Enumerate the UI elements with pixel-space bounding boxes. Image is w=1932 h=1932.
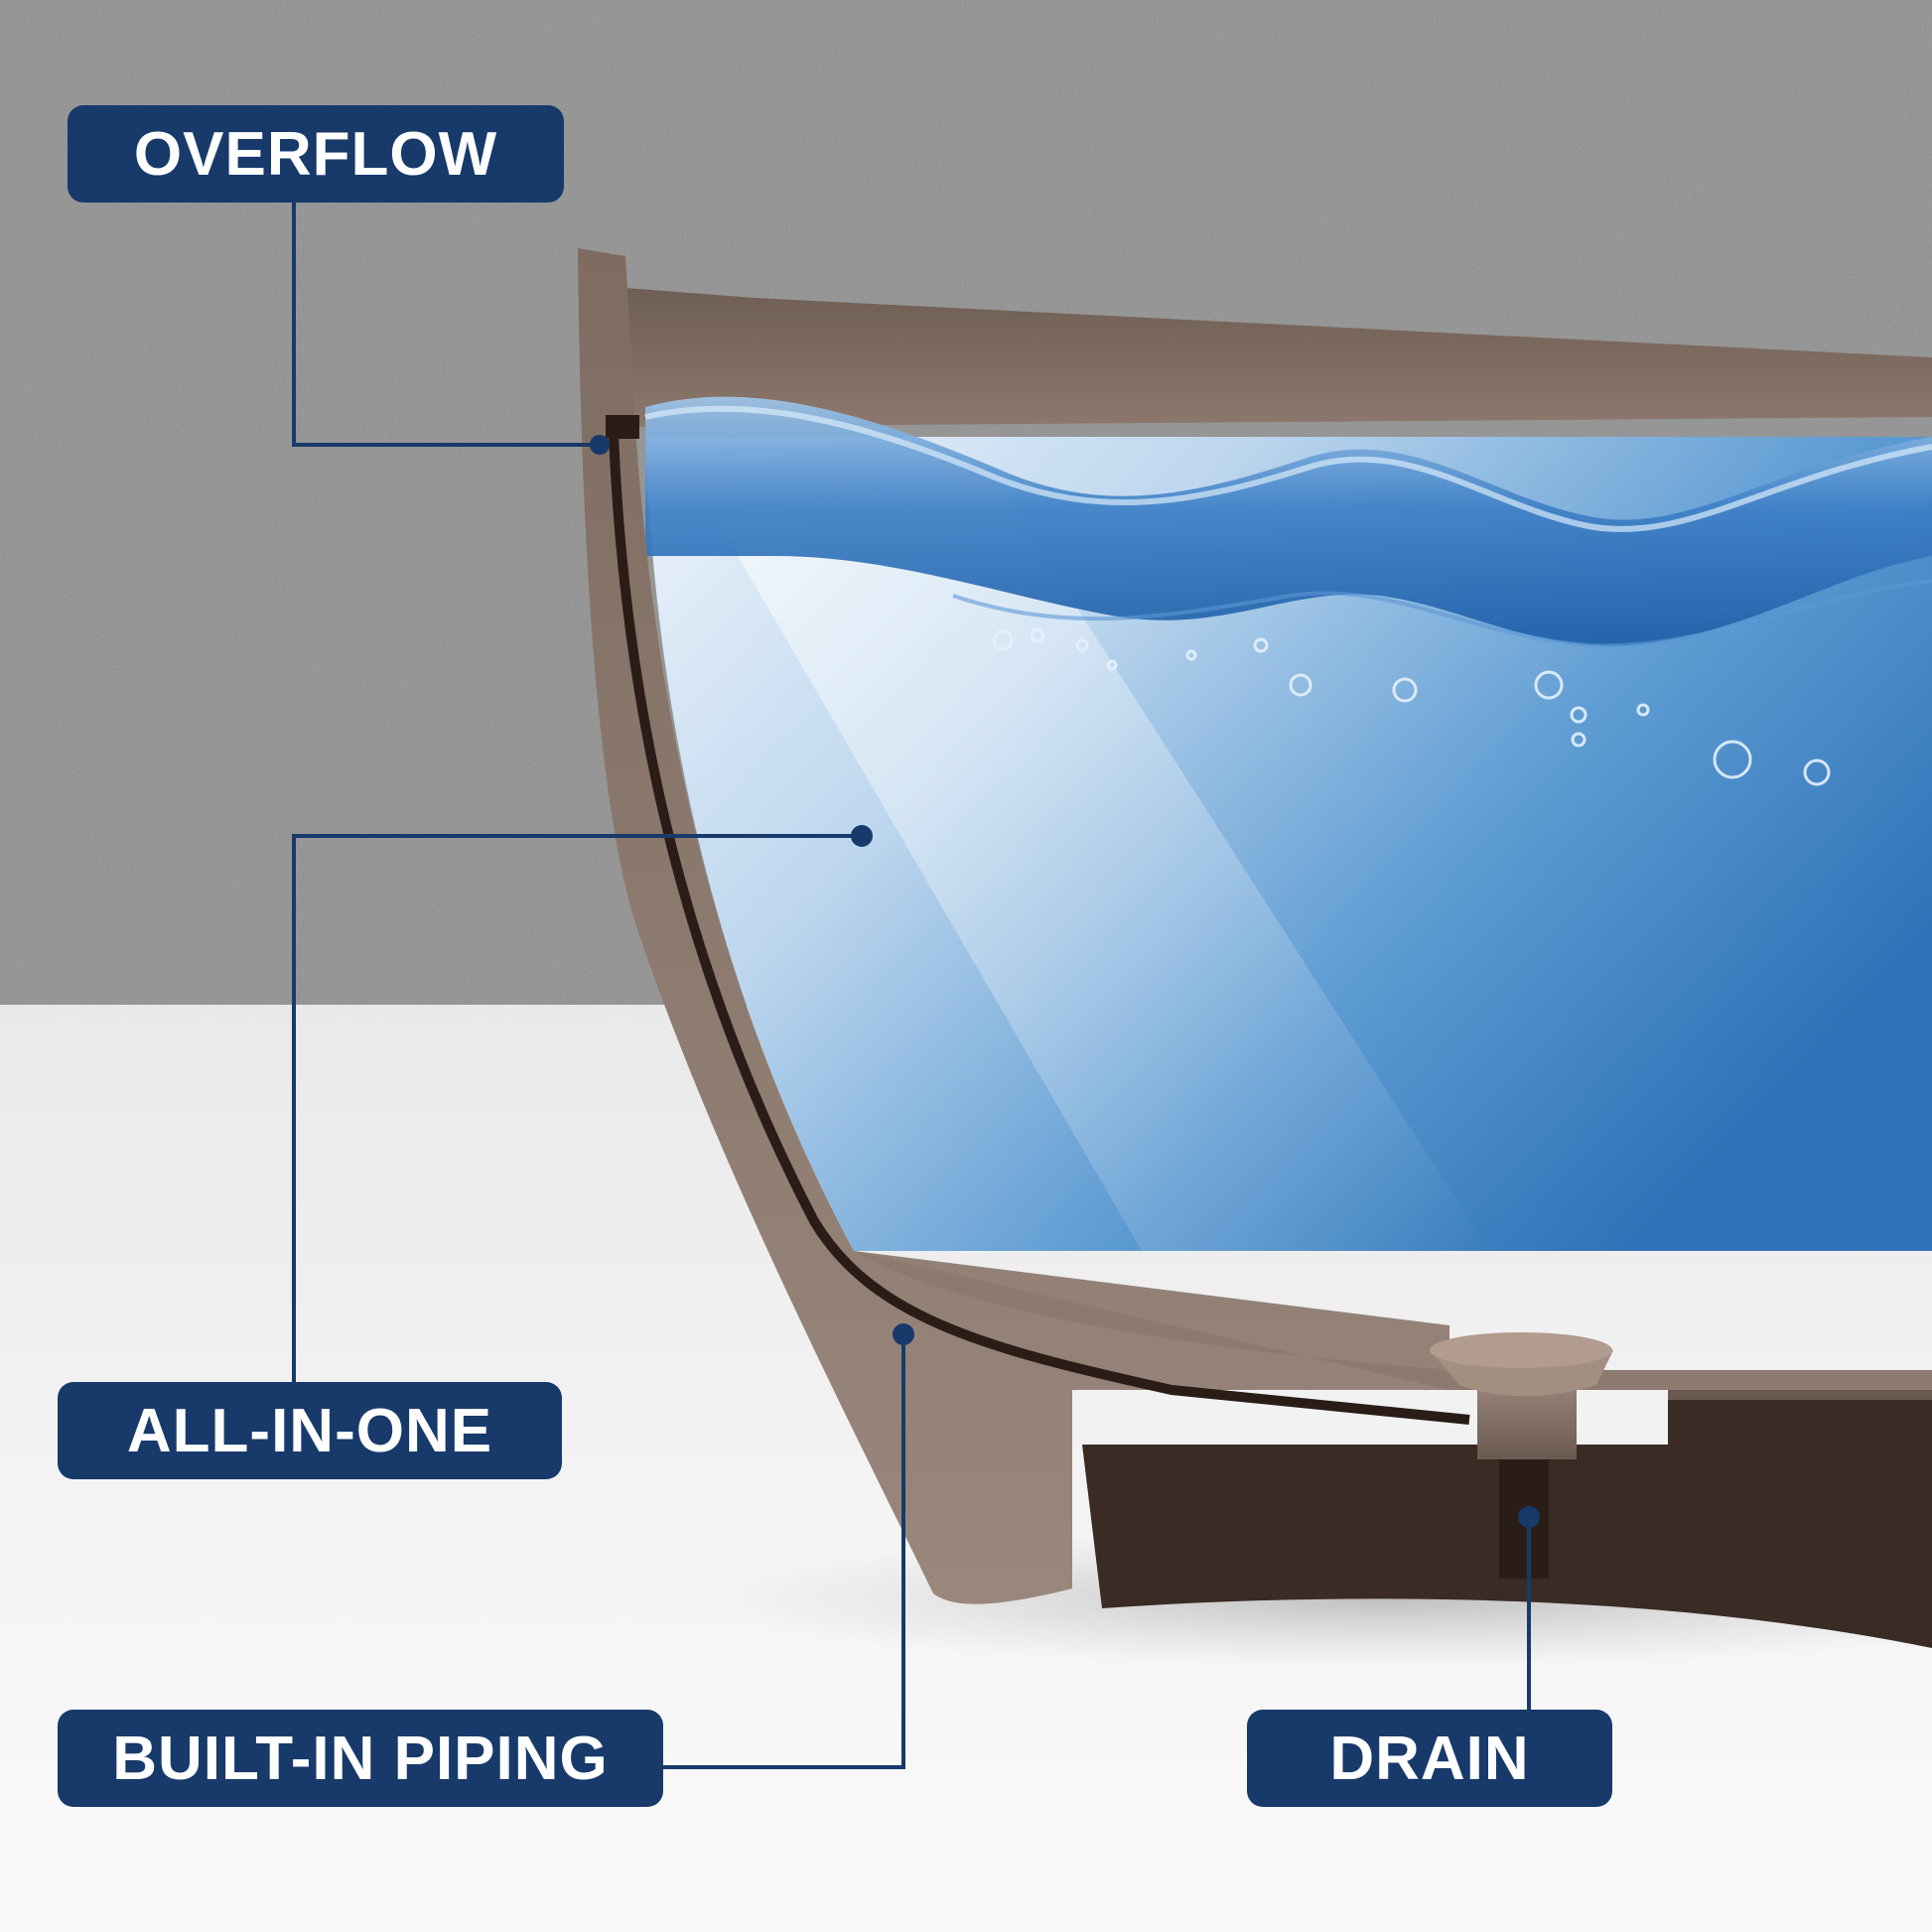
light-beam [715, 477, 1489, 1251]
wave-highlight [644, 405, 1932, 532]
callout-lines [292, 203, 1531, 1769]
callout-dot-all-in-one [851, 825, 873, 847]
tub-base-right-wall [1668, 1390, 1932, 1400]
bubbles [992, 627, 1831, 786]
all-in-one-label: ALL-IN-ONE [58, 1382, 562, 1479]
callout-line-all-in-one [292, 834, 860, 1382]
tub-bottom-rim [854, 1251, 1932, 1390]
drain-plug [1430, 1332, 1613, 1579]
overflow-label: OVERFLOW [68, 105, 564, 203]
tub-shell [578, 248, 1449, 1604]
built-in-piping-line [609, 434, 1470, 1425]
callout-dots [590, 435, 1540, 1528]
callout-line-overflow [292, 203, 602, 447]
tub-inner-back-wall [625, 288, 1932, 427]
callout-dot-overflow [590, 435, 610, 455]
water-wave [645, 396, 1932, 646]
callout-line-built-in-piping [663, 1334, 905, 1769]
callout-dot-drain [1518, 1506, 1540, 1528]
drain-label: DRAIN [1247, 1710, 1612, 1807]
overflow-slot [606, 415, 639, 439]
wave-underline [952, 579, 1932, 648]
callout-dot-built-in-piping [893, 1323, 914, 1345]
built-in-piping-label: BUILT-IN PIPING [58, 1710, 663, 1807]
